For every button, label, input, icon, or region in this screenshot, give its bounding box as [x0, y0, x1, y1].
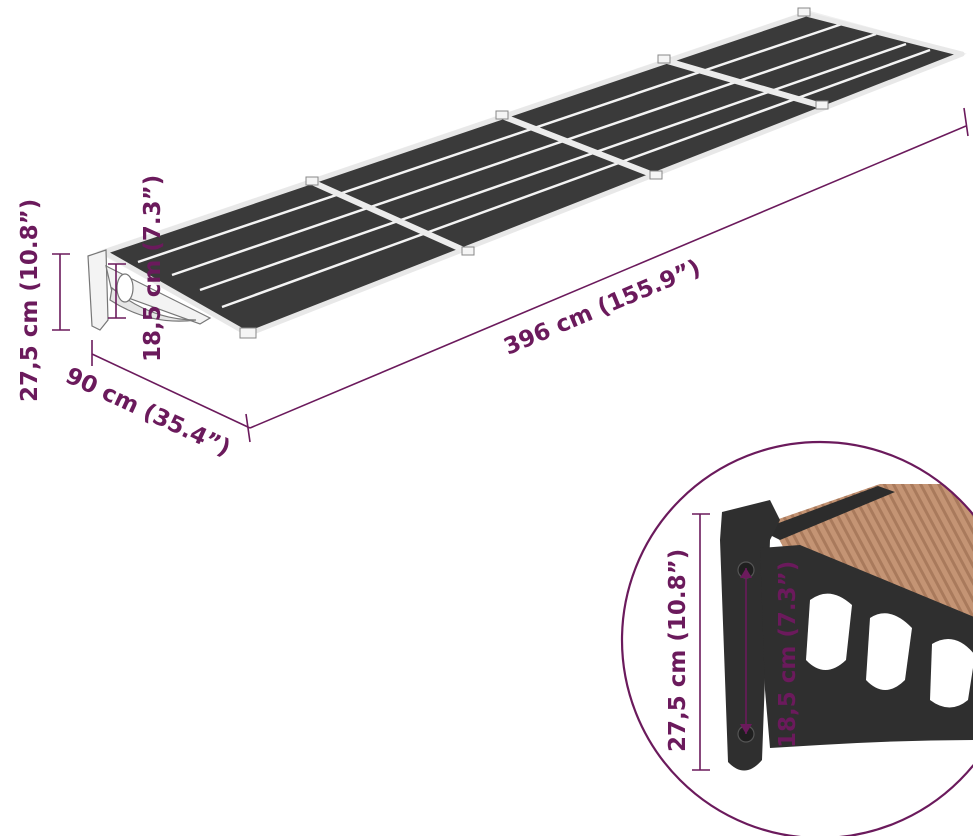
detail-height-label: 27,5 cm (10.8”): [665, 549, 691, 752]
length-dimension-line: [249, 125, 967, 429]
detail-panel: [770, 484, 973, 640]
inner-height-label: 18,5 cm (7.3”): [140, 175, 166, 362]
dimension-lines: [52, 107, 969, 443]
detail-inner-height-label: 18,5 cm (7.3”): [775, 561, 801, 748]
bar-connectors: [239, 7, 829, 339]
canopy-frame: [101, 11, 965, 337]
canopy-panel: [96, 10, 967, 336]
height-label: 27,5 cm (10.8”): [17, 199, 43, 402]
cross-bars: [310, 57, 823, 255]
detail-circle-border: [620, 440, 973, 836]
length-label: 396 cm (155.9”): [500, 255, 704, 361]
panel-seams: [137, 22, 931, 309]
canopy-illustration: [87, 7, 967, 339]
depth-dimension-line: [91, 353, 251, 429]
depth-label: 90 cm (35.4”): [61, 363, 234, 462]
detail-inset: 27,5 cm (10.8”) 18,5 cm (7.3”): [620, 440, 973, 836]
wall-bracket: [87, 249, 212, 331]
